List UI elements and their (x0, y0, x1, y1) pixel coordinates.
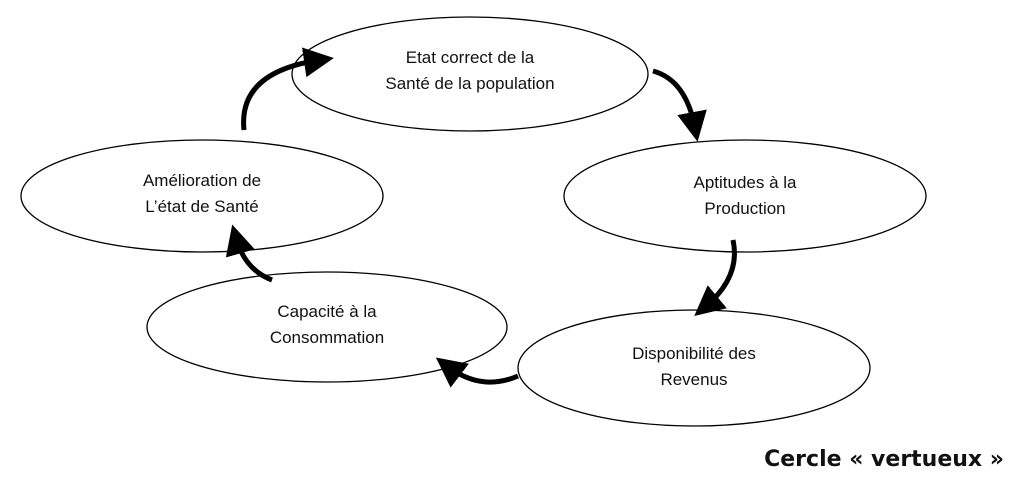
ellipse-right (563, 139, 927, 253)
ellipse-left (20, 139, 384, 253)
node-label-left: Amélioration de L’état de Santé (102, 168, 302, 220)
arrow-bottom-left-to-left (225, 224, 273, 283)
arrow-top-to-right (652, 68, 707, 142)
ellipse-bottom-right (517, 309, 871, 427)
node-label-right: Aptitudes à la Production (645, 170, 845, 222)
node-label-bottom-right: Disponibilité des Revenus (594, 341, 794, 393)
arrow-right-to-bottom-right (694, 239, 737, 316)
node-right-line1: Aptitudes à la (693, 173, 797, 192)
ellipse-top (291, 16, 649, 132)
arrow-left-to-top (241, 47, 334, 131)
node-bottom-right-line2: Revenus (660, 370, 728, 389)
node-label-top: Etat correct de la Santé de la populatio… (370, 45, 570, 97)
node-bottom-right-line1: Disponibilité des (632, 344, 756, 363)
node-label-bottom-left: Capacité à la Consommation (227, 299, 427, 351)
node-right-line2: Production (704, 199, 786, 218)
node-top-line2: Santé de la population (385, 74, 555, 93)
node-bottom-left-line2: Consommation (269, 328, 385, 347)
node-top-line1: Etat correct de la (405, 48, 535, 67)
diagram-caption: Cercle « vertueux » (764, 447, 1004, 472)
arrow-bottom-right-to-bottom-left (435, 357, 519, 388)
ellipse-bottom-left (146, 271, 508, 383)
node-left-line2: L’état de Santé (145, 197, 259, 216)
node-left-line1: Amélioration de (142, 171, 262, 190)
node-bottom-left-line1: Capacité à la (277, 302, 377, 321)
